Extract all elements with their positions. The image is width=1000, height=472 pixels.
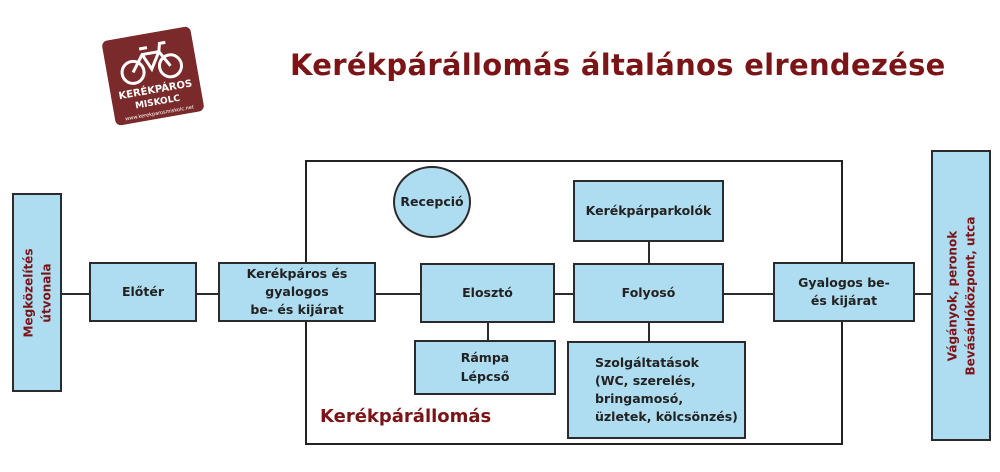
entrance-line2: be- és kijárat [250, 302, 344, 318]
parking-label: Kerékpárparkolók [585, 202, 712, 218]
ramp-line1: Rámpa [460, 350, 510, 366]
services-box: Szolgáltatások (WC, szerelés, bringamosó… [567, 341, 746, 439]
connector-pedestrian-right [914, 293, 932, 295]
destination-line1: Vágányok, peronok [945, 230, 960, 361]
approach-route-line1: Megközelítés [21, 248, 36, 337]
pedestrian-exit-box: Gyalogos be- és kijárat [773, 262, 915, 322]
corridor-box: Folyosó [573, 263, 724, 323]
parking-box: Kerékpárparkolók [573, 180, 724, 242]
eloter-label: Előtér [121, 283, 165, 299]
connector-corridor-pedestrian [724, 293, 774, 295]
destination-box: Vágányok, peronok Bevásárlóközpont, utca [931, 150, 991, 441]
corridor-label: Folyosó [621, 284, 676, 300]
diagram-title: Kerékpárállomás általános elrendezése [290, 48, 946, 82]
services-line2: (WC, szerelés, [595, 372, 696, 388]
destination-line2: Bevásárlóközpont, utca [963, 216, 978, 375]
eloter-box: Előtér [89, 262, 197, 322]
connector-distributor-ramp [487, 322, 489, 340]
services-line1: Szolgáltatások [595, 354, 699, 370]
services-line3: bringamosó, [595, 391, 684, 406]
entrance-box: Kerékpáros és gyalogos be- és kijárat [218, 262, 376, 322]
entrance-line1: Kerékpáros és gyalogos [246, 265, 348, 299]
kerekparos-miskolc-logo: KERÉKPÁROS MISKOLC www.kerekparosmiskolc… [101, 26, 205, 126]
approach-route-line2: útvonala [39, 262, 54, 323]
reception-circle: Recepció [393, 166, 471, 238]
connector-left-eloter [62, 293, 90, 295]
connector-distributor-corridor [555, 293, 573, 295]
pedestrian-exit-line1: Gyalogos be- [798, 274, 890, 290]
connector-entrance-distributor [376, 293, 420, 295]
pedestrian-exit-line2: és kijárat [810, 293, 878, 308]
connector-corridor-services [648, 322, 650, 342]
connector-parking-corridor [648, 241, 650, 263]
connector-eloter-entrance [196, 293, 218, 295]
approach-route-box: Megközelítés útvonala [12, 193, 62, 392]
ramp-box: Rámpa Lépcső [414, 340, 556, 395]
bike-station-label: Kerékpárállomás [320, 406, 492, 427]
distributor-label: Elosztó [462, 284, 513, 300]
distributor-box: Elosztó [420, 263, 555, 323]
reception-label: Recepció [400, 193, 464, 209]
services-line4: üzletek, kölcsönzés) [595, 409, 738, 425]
ramp-line2: Lépcső [460, 368, 510, 384]
